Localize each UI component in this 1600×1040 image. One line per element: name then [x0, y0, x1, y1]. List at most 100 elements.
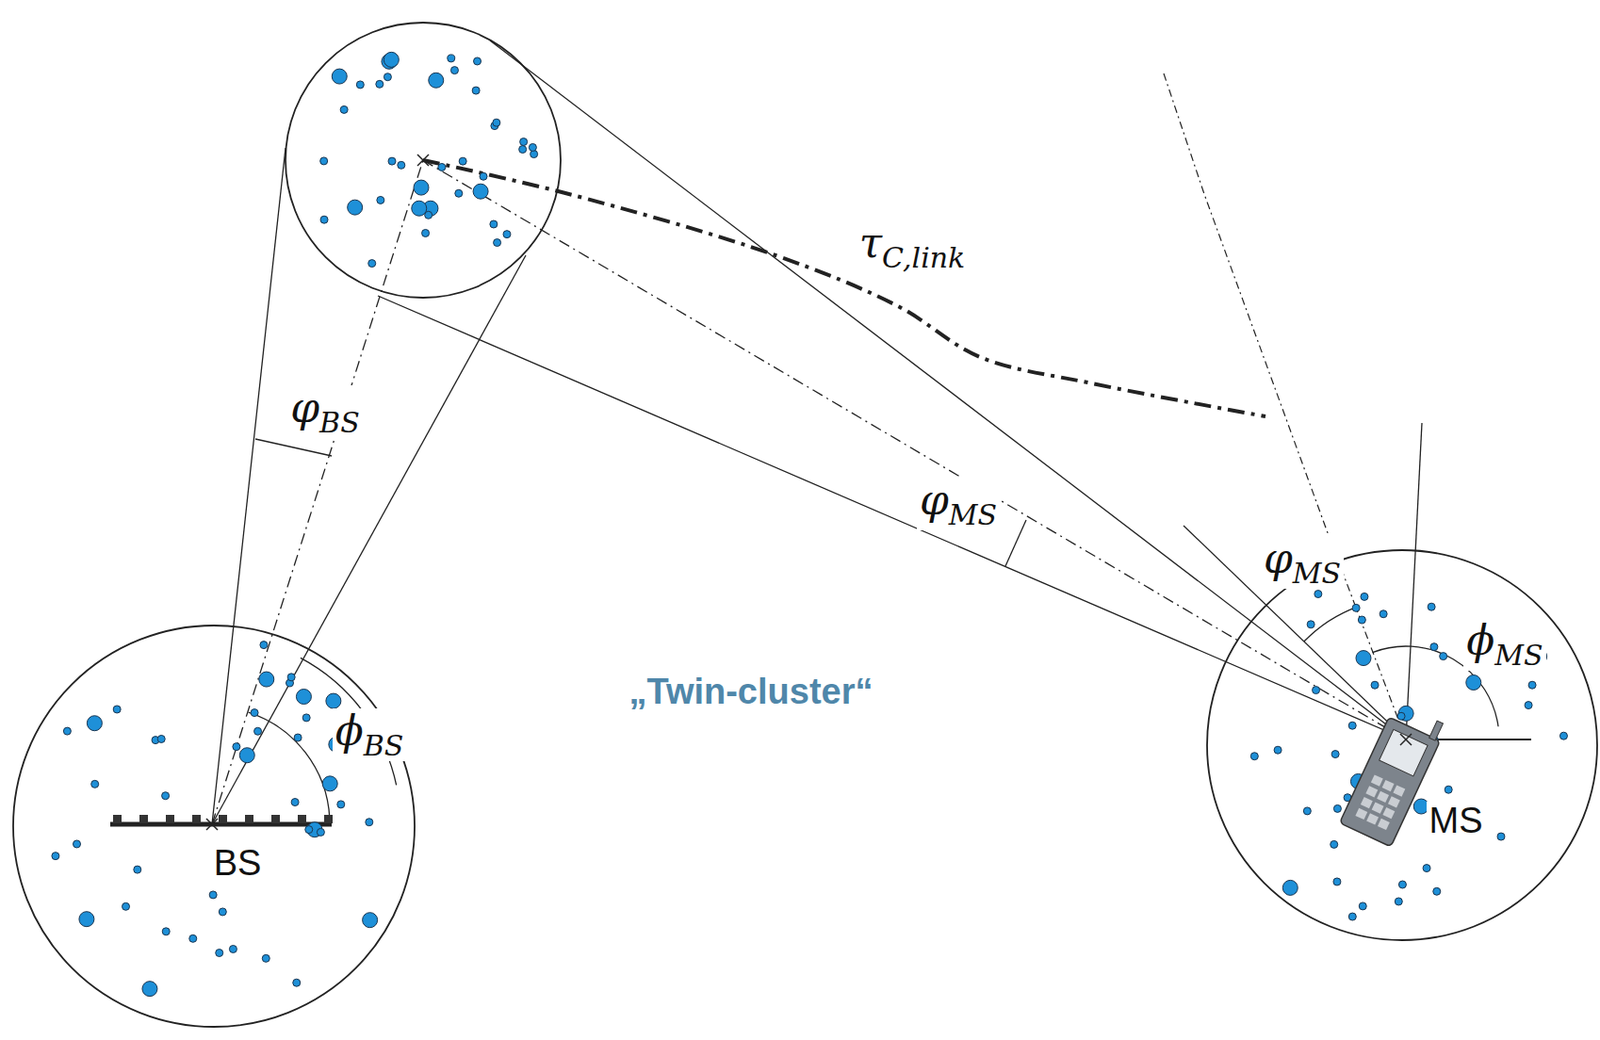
circle-outline [12, 624, 416, 1029]
scatterer-dot [1282, 880, 1298, 896]
scatterer-dot [1312, 686, 1321, 695]
antenna-element [139, 815, 148, 824]
angle-arc [248, 712, 330, 818]
axis-line [212, 160, 424, 825]
cone-line [489, 40, 1406, 740]
scatterer-dot [162, 792, 170, 800]
scatterer-dot [1303, 807, 1311, 816]
scatterer-dot [239, 748, 255, 764]
scatterer-dot [51, 852, 60, 861]
dashed-line [1163, 73, 1406, 740]
scatterer-dot [489, 220, 498, 229]
scatterer-dot [1497, 832, 1505, 841]
scatterer-dot [73, 840, 82, 849]
scatterer-dot [411, 200, 427, 216]
scatterer-dot [1466, 675, 1482, 691]
scatterer-dot [1348, 721, 1356, 730]
scatterer-dot [320, 215, 328, 224]
scatterer-dot [519, 146, 527, 154]
center-cross [417, 154, 429, 166]
angle-symbol: τC,link [856, 220, 968, 274]
antenna-element [297, 815, 307, 824]
scatterer-dot [232, 743, 241, 752]
scatterer-dot [479, 172, 488, 180]
center-cross [417, 154, 429, 166]
scatterer-dot [1355, 651, 1372, 667]
scatterer-dot [1306, 620, 1315, 629]
scatterer-dot [293, 734, 302, 742]
scatterer-dot [438, 163, 446, 171]
scatterer-dot [1559, 732, 1568, 740]
scatterer-dot [1358, 902, 1367, 911]
station-label: MS [1426, 801, 1486, 842]
scatterer-dot [1524, 702, 1533, 710]
scatterer-dot [368, 260, 376, 268]
phone-key [1360, 797, 1373, 809]
scatterer-dot [365, 818, 374, 827]
scatterer-dot [520, 138, 528, 147]
scatterer-dot [1397, 712, 1405, 720]
angle-symbol: φMS [1260, 536, 1344, 589]
scatterer-dot [326, 693, 342, 709]
scatterer-dot [1333, 804, 1341, 813]
scatterer-dot [458, 157, 467, 165]
scatterer-dot [473, 57, 482, 66]
scatterer-dot [347, 199, 363, 215]
scatterer-dot [503, 230, 511, 239]
phone-key [1382, 780, 1395, 792]
scatterer-dot [320, 157, 328, 165]
scatterer-dot [260, 641, 268, 650]
scatterer-dot [331, 68, 347, 84]
antenna-element [244, 815, 254, 824]
scatterer-dot [295, 689, 311, 705]
angle-marker [255, 439, 332, 457]
scatterer-dot [337, 800, 345, 809]
scatterer-dot [209, 891, 217, 899]
scatterer-dot [1273, 746, 1282, 754]
scatterer-dot [142, 981, 158, 997]
scatterer-dot [528, 143, 537, 151]
scatterer-dot [413, 179, 429, 196]
scatterer-dot [218, 908, 227, 916]
scatterer-dot [1348, 913, 1356, 921]
scatterer-dot [493, 239, 502, 247]
center-cross [1400, 734, 1412, 746]
scatterer-dot [305, 826, 313, 834]
scatterer-dot [1433, 887, 1441, 896]
scatterer-dot [157, 734, 165, 743]
scatterer-dot [1379, 610, 1388, 619]
antenna-element [113, 815, 122, 824]
scatterer-dot [322, 776, 338, 792]
ray-line [1405, 423, 1422, 740]
center-cross [1400, 734, 1412, 746]
cone-line [212, 255, 526, 825]
delay-curve [423, 160, 1266, 417]
cluster-circle: MS [1206, 549, 1599, 942]
scatterer-dot [376, 195, 385, 204]
angle-arc [1304, 606, 1358, 642]
scatterer-dot [228, 945, 237, 953]
scatterer-dot [383, 73, 392, 82]
axis-line [423, 160, 1406, 740]
station-label: BS [211, 844, 265, 884]
scatterer-dot [1398, 881, 1406, 889]
antenna-element [192, 815, 201, 824]
scatterer-dot [1427, 603, 1436, 611]
diagram-title: „Twin-cluster“ [626, 672, 877, 713]
scatterer-dot [362, 913, 378, 929]
scatterer-dot [291, 799, 299, 807]
scatterer-dot [259, 671, 275, 687]
scatterer-dot [397, 161, 406, 169]
scatterer-dot [447, 54, 456, 63]
phone-key [1365, 785, 1378, 798]
scatterer-dot [189, 934, 197, 943]
scatterer-dot [492, 118, 501, 127]
scatterer-dot [1331, 751, 1339, 759]
scatterer-dot [122, 902, 131, 911]
scatterer-dot [1439, 653, 1448, 661]
scatterer-dot [215, 949, 224, 958]
phone-key [1366, 813, 1379, 825]
scatterer-dot [316, 828, 325, 836]
